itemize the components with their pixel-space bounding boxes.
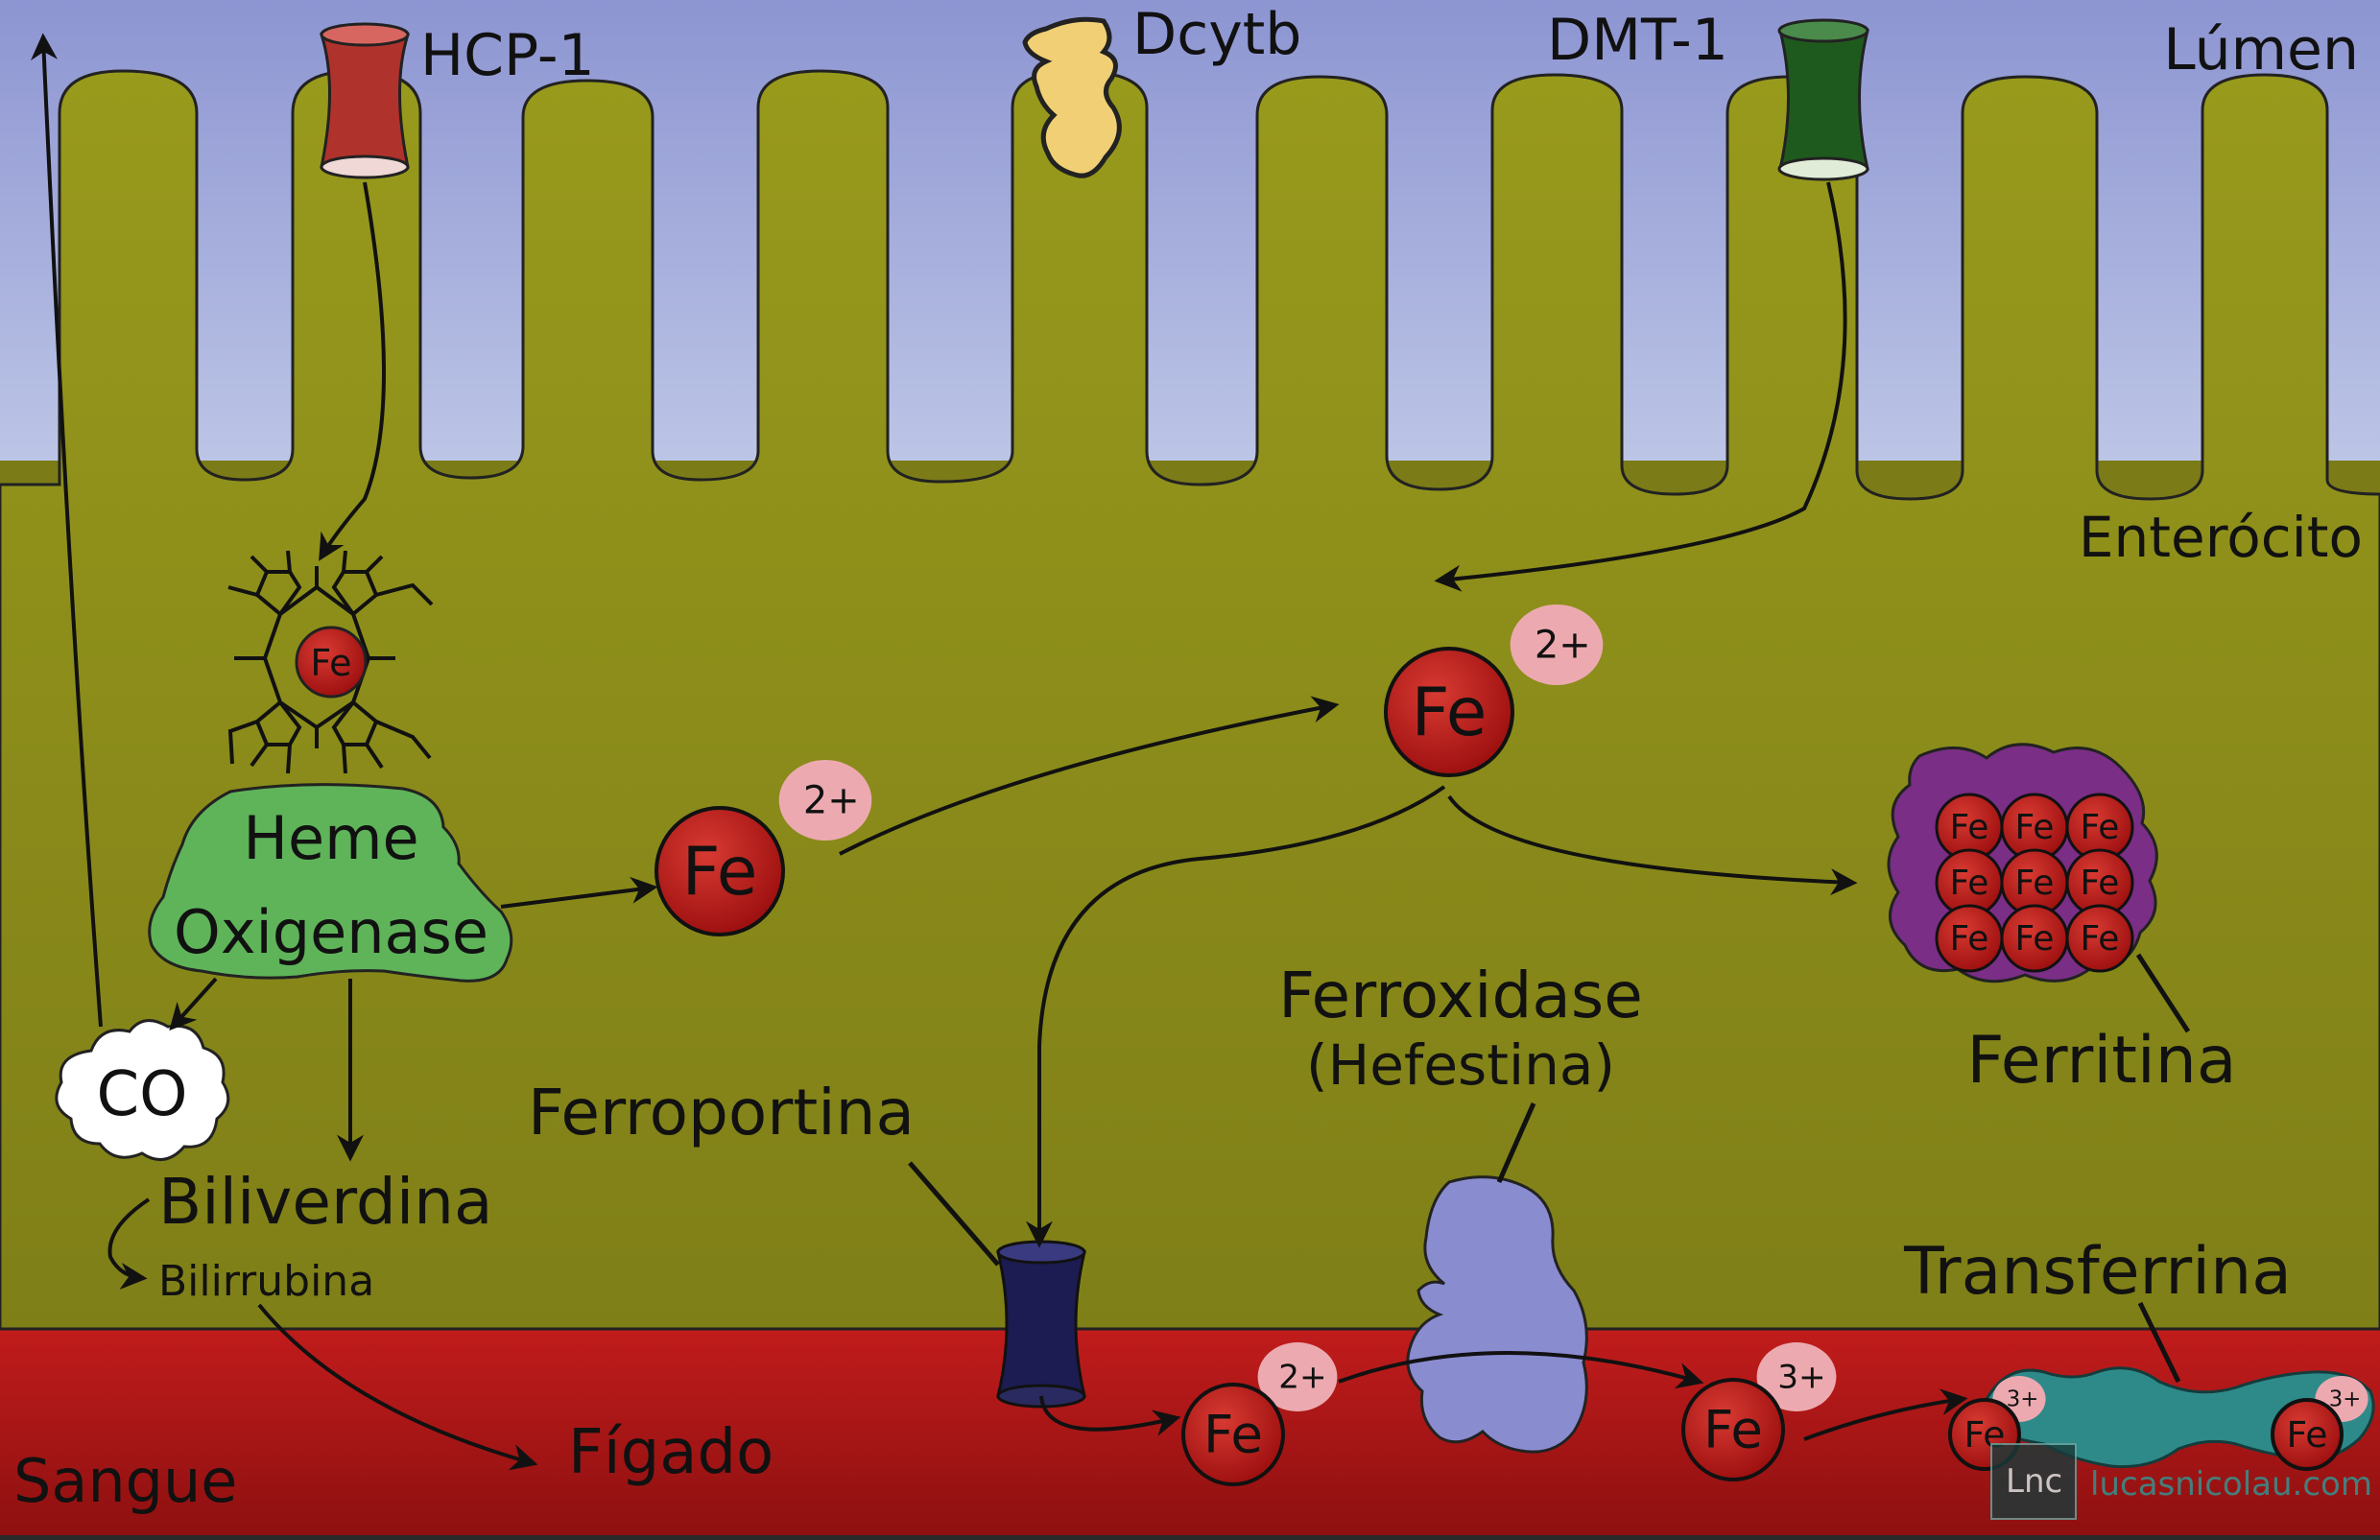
co-label: CO (96, 1059, 187, 1130)
brush-border (0, 69, 2380, 1331)
iron-ion-oxidized-symbol: Fe (1703, 1399, 1763, 1460)
ferritin-iron-3: Fe (2065, 793, 2134, 862)
dmt1-label: DMT-1 (1547, 7, 1728, 74)
watermark-site: lucasnicolau.com (2090, 1465, 2372, 1504)
iron-ion-from-heme-charge-bubble (778, 760, 872, 841)
ferroportin-channel (996, 1240, 1086, 1409)
iron-ion-oxidized-charge-bubble (1756, 1342, 1837, 1411)
iron-ions: Fe 2+ Fe 2+ Fe 2+ Fe 3+ (654, 604, 1837, 1486)
ferroxidase-label: Ferroxidase (1278, 959, 1643, 1032)
transferrin-iron-1: Fe3+ (1948, 1376, 2046, 1471)
iron-ion-exported-charge-bubble (1257, 1342, 1338, 1411)
lumen-label: Lúmen (2163, 16, 2359, 83)
hephaestin-protein (1406, 1175, 1588, 1454)
blood-label: Sangue (13, 1446, 237, 1516)
heme-iron-label: Fe (310, 642, 351, 684)
hcp1-transporter (319, 22, 411, 179)
iron-ion-pool-atom (1384, 647, 1514, 777)
iron-ion-from-heme-symbol: Fe (682, 834, 758, 911)
svg-text:Fe: Fe (2081, 864, 2120, 903)
svg-text:Fe: Fe (2081, 919, 2120, 959)
iron-ion-pool: Fe 2+ (1384, 604, 1604, 777)
transferrin-iron-ions: Fe3+Fe3+ (1948, 1376, 2368, 1471)
iron-ion-from-heme-charge: 2+ (803, 778, 860, 822)
ferritin-iron-9: Fe (2065, 904, 2134, 973)
transferrin-iron-2-charge: 3+ (2329, 1387, 2362, 1412)
heme-oxygenase-label-2: Oxigenase (174, 897, 488, 967)
ferroportin-label: Ferroportina (528, 1076, 915, 1149)
ferritin-iron-6: Fe (2065, 848, 2134, 917)
heme-oxygenase-label-1: Heme (243, 803, 418, 873)
ferritin-iron-4: Fe (1935, 848, 2004, 917)
svg-text:Fe: Fe (1950, 808, 1989, 847)
pathway-arrows (31, 33, 1968, 1471)
arrow-pool-to-ferroportin (1026, 785, 1446, 1248)
arrow-oxygenase-to-fe (500, 876, 658, 909)
iron-ion-oxidized-charge: 3+ (1777, 1359, 1825, 1397)
biliverdin-label: Biliverdina (158, 1165, 492, 1239)
iron-ion-oxidized: Fe 3+ (1681, 1342, 1837, 1481)
arrow-fe3-to-transferrin (1803, 1388, 1968, 1441)
enterocyte-label: Enterócito (2079, 505, 2363, 570)
arrow-biliverdin-to-bilirubin (107, 1197, 151, 1290)
svg-text:Fe: Fe (2015, 919, 2055, 959)
transferrin-label: Transferrina (1903, 1234, 2292, 1310)
dcytb-label: Dcytb (1132, 1, 1301, 68)
watermark-logo-box (1990, 1443, 2077, 1520)
transferrin-iron-2-symbol: Fe (2287, 1413, 2328, 1456)
iron-ion-pool-symbol: Fe (1412, 675, 1488, 751)
ferritin-label: Ferritina (1966, 1023, 2236, 1099)
iron-ion-from-heme: Fe 2+ (654, 760, 872, 936)
arrow-fe-to-pool (839, 696, 1340, 856)
co-cloud (55, 1019, 230, 1162)
arrow-fe2-to-fe3 (1338, 1351, 1704, 1389)
iron-ion-exported: Fe 2+ (1181, 1342, 1338, 1486)
arrow-dmt1-to-fe2 (1434, 181, 1847, 592)
transferrin-iron-2: Fe3+ (2271, 1376, 2368, 1471)
arrow-hcp1-to-heme (319, 181, 386, 561)
svg-text:Fe: Fe (2081, 808, 2120, 847)
arrow-pool-to-ferritin (1447, 794, 1858, 896)
hephaestin-label: (Hefestina) (1306, 1032, 1615, 1098)
heme-oxygenase-enzyme (148, 783, 513, 983)
ferritin-iron-7: Fe (1935, 904, 2004, 973)
dcytb-protein (1022, 16, 1122, 178)
svg-text:Fe: Fe (2015, 864, 2055, 903)
iron-ion-oxidized-atom (1681, 1378, 1785, 1481)
iron-ion-pool-charge-bubble (1510, 604, 1604, 685)
svg-text:Fe: Fe (2015, 808, 2055, 847)
iron-ion-from-heme-atom (654, 806, 785, 936)
label-pointers (908, 953, 2191, 1384)
arrow-co-to-blood (31, 33, 103, 1028)
iron-ion-exported-symbol: Fe (1203, 1404, 1263, 1465)
heme-molecule (227, 550, 434, 774)
svg-text:Fe: Fe (1950, 864, 1989, 903)
bilirubin-label: Bilirrubina (158, 1257, 374, 1306)
liver-label: Fígado (568, 1417, 774, 1488)
iron-ion-exported-charge: 2+ (1278, 1359, 1326, 1397)
iron-ion-pool-charge: 2+ (1535, 623, 1591, 667)
ferritin-iron-5: Fe (2000, 848, 2069, 917)
arrow-bilirubin-to-liver (257, 1303, 538, 1471)
watermark: Lnc lucasnicolau.com (1990, 1443, 2372, 1520)
watermark-logo: Lnc (2006, 1462, 2062, 1501)
transferrin-iron-2-atom (2271, 1398, 2344, 1471)
transferrin-iron-1-charge: 3+ (2007, 1387, 2039, 1412)
arrow-ferroportin-to-fe2 (1039, 1395, 1181, 1436)
svg-text:Fe: Fe (1950, 919, 1989, 959)
dmt1-transporter (1777, 18, 1869, 181)
iron-ion-exported-atom (1181, 1383, 1285, 1486)
hcp1-label: HCP-1 (420, 22, 595, 89)
ferritin-iron-1: Fe (1935, 793, 2004, 862)
ferritin-iron-8: Fe (2000, 904, 2069, 973)
arrow-oxygenase-to-co (169, 977, 218, 1031)
heme-iron-atom (295, 626, 368, 699)
